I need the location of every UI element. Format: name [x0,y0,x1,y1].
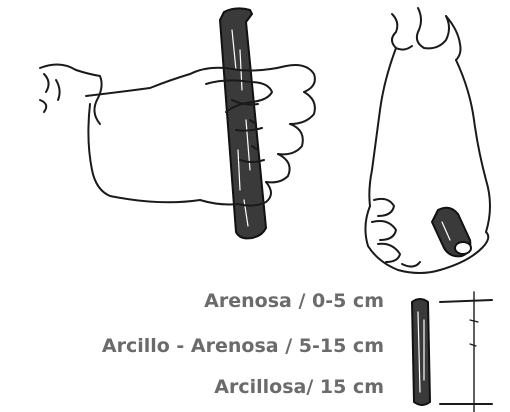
legend-label-arcillosa: Arcillosa/ 15 cm [214,376,384,398]
soil-cylinder-with-measure-icon [412,292,492,412]
legend-label-arcillo-arenosa: Arcillo - Arenosa / 5-15 cm [102,335,384,357]
hand-holding-soil-roll-icon [365,8,490,273]
hand-rolling-soil-icon [40,8,315,238]
legend-label-arenosa: Arenosa / 0-5 cm [204,290,384,312]
